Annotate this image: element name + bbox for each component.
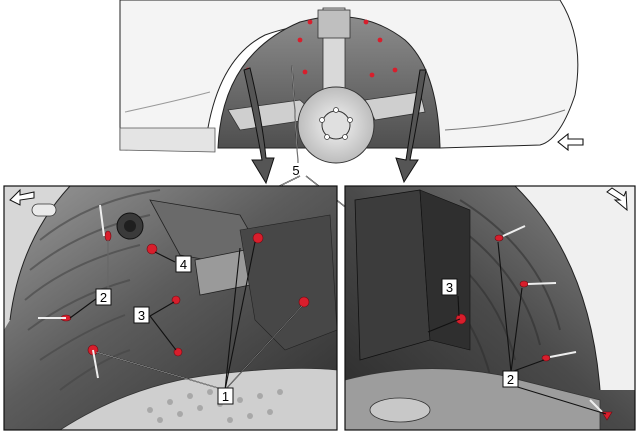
right-fasteners — [455, 234, 613, 421]
fastener-clip — [104, 230, 112, 242]
fastener-clip — [494, 234, 504, 242]
vehicle-overview — [119, 0, 584, 185]
hub-studs — [319, 107, 353, 140]
rear-bumper-edge — [444, 109, 566, 131]
direction-arrow-icon — [557, 132, 584, 152]
strut-spring — [317, 9, 351, 39]
rotate-arrow-icon — [606, 187, 628, 212]
rocker-panel — [119, 127, 216, 153]
fastener-clip — [541, 354, 551, 362]
svg-text:2: 2 — [100, 290, 107, 305]
body-crease — [124, 91, 211, 113]
callout-2-right: 2 — [502, 370, 519, 388]
inner-panel — [354, 189, 431, 361]
svg-text:4: 4 — [180, 257, 187, 272]
left-detail-panel: 2 3 4 1 — [3, 185, 338, 431]
callout-2-left: 2 — [95, 288, 112, 306]
fastener-nut — [252, 232, 264, 244]
fastener-nut — [455, 313, 467, 325]
svg-text:3: 3 — [138, 308, 145, 323]
callout-3-left: 3 — [133, 306, 150, 324]
left-leaders — [69, 240, 303, 391]
floor-panel — [59, 367, 337, 430]
body-arch — [4, 186, 70, 330]
callout-5-label: 5 — [292, 163, 299, 178]
callout-1: 1 — [217, 387, 234, 405]
svg-text:2: 2 — [507, 372, 514, 387]
rotate-arrow-icon — [9, 188, 35, 206]
callout-4: 4 — [175, 255, 192, 273]
callout-3-right: 3 — [441, 278, 458, 296]
fastener-clip — [519, 280, 529, 288]
removal-arrow-left — [243, 67, 275, 185]
svg-text:3: 3 — [446, 280, 453, 295]
fastener-nut — [146, 243, 158, 255]
fastener-nut — [298, 296, 310, 308]
right-detail-panel: 3 2 — [344, 185, 636, 431]
svg-text:1: 1 — [222, 389, 229, 404]
removal-arrow-right — [395, 69, 427, 184]
body-arch — [515, 186, 635, 390]
top-fasteners — [245, 19, 398, 78]
right-leaders — [427, 241, 607, 415]
